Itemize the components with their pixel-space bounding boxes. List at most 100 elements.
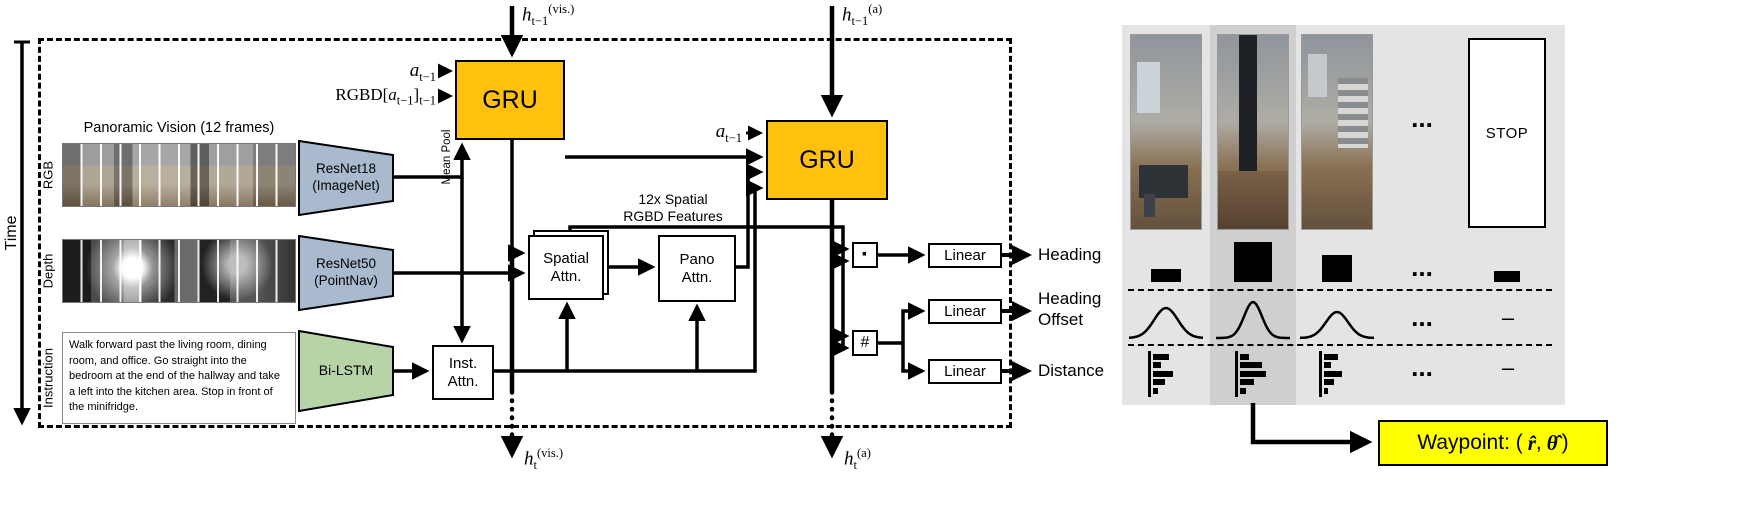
- photo-detail: [1218, 170, 1288, 229]
- rgb-row-label: RGB: [40, 160, 56, 190]
- row-separator-1: [1128, 289, 1552, 291]
- a-prev-gru1-base: a: [409, 60, 420, 81]
- rgbd-var: a: [388, 85, 397, 104]
- h-t-vis-sup: (vis.): [536, 446, 564, 460]
- row-separator-2: [1128, 344, 1552, 346]
- a-prev-gru2-base: a: [715, 121, 726, 142]
- heading-bar: [1322, 255, 1352, 282]
- offset-gaussian: [1129, 306, 1203, 340]
- h-prev-a-sub: t−1: [851, 14, 869, 29]
- pano-attn-line2: Attn.: [681, 268, 713, 286]
- linear-distance: Linear: [928, 359, 1002, 384]
- h-t-a-base: h: [844, 448, 854, 470]
- rgbd-prev-label: RGBD[at−1]t−1: [296, 85, 436, 108]
- inst-attn-line2: Attn.: [447, 372, 479, 390]
- photo-detail: [1143, 194, 1155, 218]
- waypoint-theta-hat: θ̂: [1546, 430, 1558, 455]
- candidate-photo-1: [1130, 34, 1202, 230]
- distance-stop-dash: –: [1501, 355, 1515, 380]
- instruction-encoder-label: Bi-LSTM: [318, 362, 374, 379]
- rgb-encoder-label: ResNet18(ImageNet): [312, 161, 380, 195]
- h-prev-a-label: ht−1(a): [842, 2, 882, 29]
- instruction-encoder-shape: [298, 330, 394, 412]
- concat-op: #: [852, 330, 878, 356]
- inst-attn-line1: Inst.: [448, 354, 478, 372]
- h-t-vis-base: h: [524, 448, 534, 470]
- distance-histogram: [1319, 351, 1359, 397]
- depth-encoder-name: ResNet50: [315, 256, 377, 272]
- spatial-features-line1: 12x Spatial: [638, 190, 708, 207]
- waypoint-prefix: Waypoint: (: [1417, 431, 1523, 454]
- heading-bar: [1151, 269, 1181, 282]
- model-boundary: [38, 38, 1012, 428]
- inst-attn-box: Inst.Attn.: [432, 345, 494, 400]
- waypoint-suffix: ): [1561, 431, 1569, 454]
- offset-gaussian: [1216, 300, 1290, 340]
- h-t-a-label: ht(a): [844, 446, 871, 473]
- heading-bar: [1234, 242, 1272, 282]
- output-distance-label: Distance: [1038, 361, 1105, 380]
- distance-histogram: [1148, 351, 1188, 397]
- rgb-encoder-shape: [298, 140, 394, 216]
- instruction-row-label: Instruction: [40, 348, 56, 408]
- gru-action: GRU: [766, 120, 888, 200]
- h-t-vis-label: ht(vis.): [524, 446, 563, 473]
- offset-row-ellipsis: ...: [1411, 302, 1433, 332]
- offset-gaussian: [1300, 310, 1374, 340]
- pano-vision-title: Panoramic Vision (12 frames): [83, 120, 275, 136]
- a-prev-gru2-label: at−1: [686, 121, 742, 146]
- linear-offset: Linear: [928, 299, 1002, 324]
- heading-row-ellipsis: ...: [1411, 252, 1433, 282]
- depth-encoder-label: ResNet50(PointNav): [314, 256, 378, 290]
- h-prev-vis-sup: (vis.): [548, 2, 575, 16]
- instruction-text: Walk forward past the living room, dinin…: [62, 332, 296, 424]
- output-heading-label: Heading: [1038, 245, 1102, 264]
- photo-detail: [1239, 35, 1258, 183]
- waypoint-r-hat: r̂: [1527, 430, 1536, 455]
- stop-option-box: STOP: [1468, 38, 1546, 228]
- gru-visual: GRU: [455, 60, 565, 140]
- rgbd-close: ]: [413, 85, 420, 104]
- distance-histogram: [1235, 351, 1275, 397]
- output-offset-line1: Heading: [1038, 289, 1102, 308]
- a-prev-gru1-sub: t−1: [419, 69, 436, 84]
- linear-heading: Linear: [928, 243, 1002, 268]
- instruction-encoder: Bi-LSTM: [298, 330, 394, 412]
- depth-panorama-strip: [62, 239, 296, 303]
- rgb-panorama-strip: [62, 143, 296, 207]
- depth-row-label: Depth: [40, 253, 56, 289]
- rgb-encoder: ResNet18(ImageNet): [298, 140, 394, 216]
- mean-pool-label: Mean Pool: [441, 129, 453, 185]
- photo-detail: [1338, 77, 1368, 148]
- h-prev-a-base: h: [842, 4, 852, 26]
- photo-detail: [1307, 54, 1328, 98]
- depth-encoder: ResNet50(PointNav): [298, 235, 394, 311]
- h-prev-vis-base: h: [522, 4, 532, 26]
- h-prev-vis-sub: t−1: [531, 14, 549, 29]
- rgb-encoder-name: ResNet18: [315, 161, 377, 177]
- h-t-vis-sub: t: [533, 458, 537, 473]
- dot-product-op: ·: [852, 241, 878, 268]
- depth-encoder-shape: [298, 235, 394, 311]
- photo-detail: [1139, 165, 1189, 198]
- h-t-a-sup: (a): [856, 446, 871, 460]
- heading-bar: [1494, 271, 1520, 282]
- a-prev-gru1-label: at−1: [366, 60, 436, 85]
- h-prev-a-sup: (a): [868, 2, 883, 16]
- rgbd-pre: RGBD[: [335, 85, 389, 104]
- rgbd-sub1: t−1: [396, 93, 414, 108]
- offset-stop-dash: –: [1501, 305, 1515, 330]
- spatial-attn-line1: Spatial: [543, 249, 589, 267]
- h-t-a-sub: t: [853, 458, 857, 473]
- distance-row-ellipsis: ...: [1411, 352, 1433, 382]
- time-axis-label: Time: [3, 215, 20, 251]
- arrow-waypoint: [1250, 403, 1373, 454]
- pano-attn-line1: Pano: [679, 250, 715, 268]
- candidate-photo-3: [1301, 34, 1373, 230]
- waypoint-output-box: Waypoint: ( r̂ , θ̂ ): [1378, 420, 1608, 466]
- rgbd-sub2: t−1: [419, 93, 436, 108]
